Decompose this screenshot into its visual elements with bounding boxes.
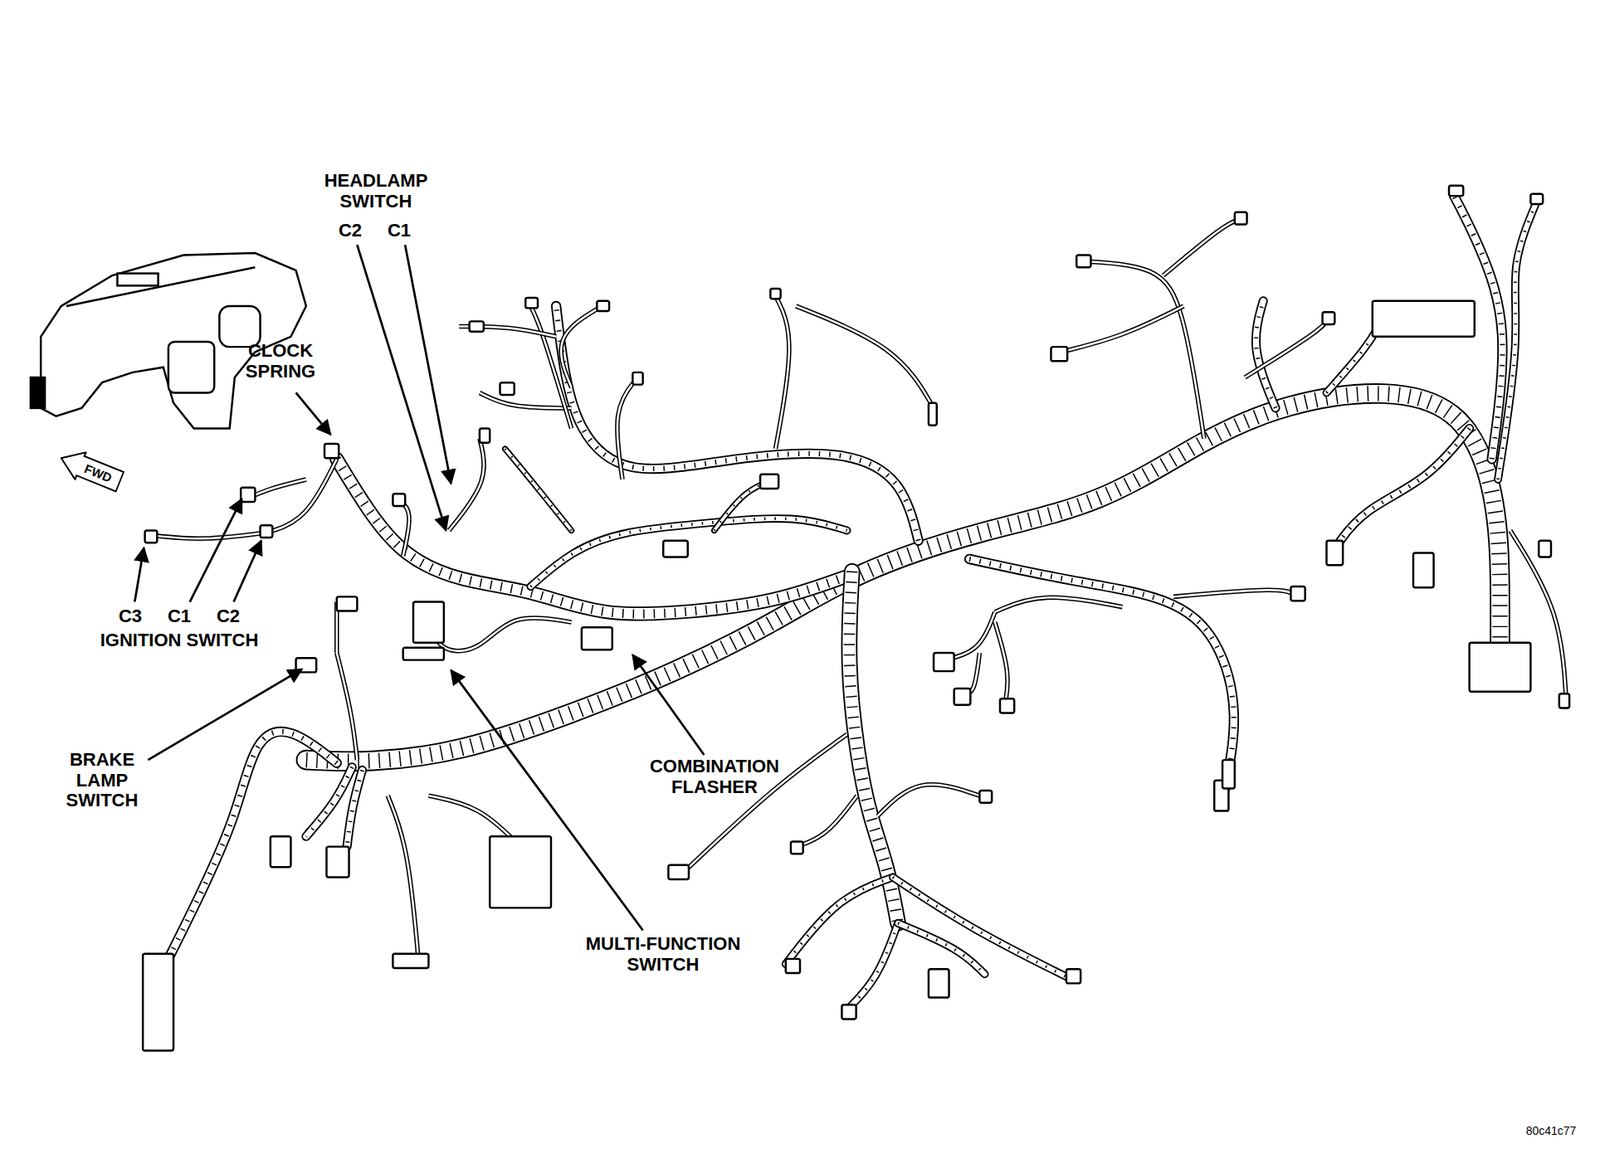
leader-line [147,669,303,761]
leader-line [404,244,451,484]
leader-line [450,670,643,932]
callout-label: C3 [118,606,142,628]
callout-label: CLOCK SPRING [226,341,335,382]
leader-line [190,498,243,602]
leader-line [234,541,262,603]
leader-line [134,547,144,602]
callout-label: C2 [338,220,362,242]
leader-line [296,392,332,435]
callout-label: C1 [167,606,191,628]
harness-wires [152,219,1566,959]
callout-label: BRAKE LAMP SWITCH [58,750,147,812]
leader-line [632,654,704,756]
callout-label: C1 [387,220,411,242]
harness-connectors [142,185,1570,1052]
direction-arrow: FWD [54,443,127,498]
callout-label: C2 [216,606,240,628]
callout-label: IGNITION SWITCH [100,630,259,652]
harness-bundles [163,195,1537,1010]
callout-label: MULTI-FUNCTION SWITCH [559,934,767,976]
callout-label: HEADLAMP SWITCH [313,170,439,212]
callout-label: COMBINATION FLASHER [631,756,798,798]
figure-code: 80c41c77 [1526,1125,1577,1139]
leader-line [356,244,446,531]
